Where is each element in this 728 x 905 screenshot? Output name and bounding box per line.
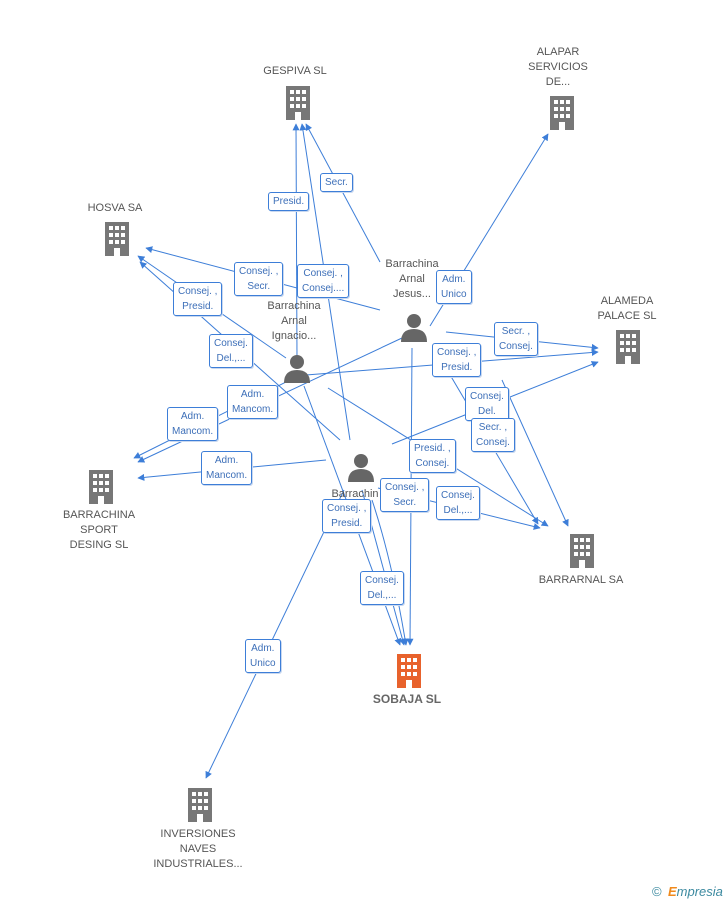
copyright-symbol: © bbox=[652, 884, 662, 899]
building-icon bbox=[570, 534, 594, 568]
edge-label[interactable]: Secr. , Consej. bbox=[471, 418, 515, 452]
edge-line bbox=[292, 123, 300, 361]
company-node-inversiones[interactable] bbox=[185, 788, 215, 827]
node-label-main: SOBAJA SL bbox=[372, 692, 442, 706]
person-icon bbox=[348, 454, 374, 482]
building-icon bbox=[397, 654, 421, 688]
person-node-ignacio[interactable] bbox=[282, 353, 312, 388]
company-node-alameda[interactable] bbox=[613, 330, 643, 369]
company-node-hosva[interactable] bbox=[102, 222, 132, 261]
edge-line bbox=[501, 379, 569, 527]
node-label: GESPIVA SL bbox=[263, 65, 327, 77]
edge-label[interactable]: Presid. bbox=[268, 192, 310, 211]
person-icon bbox=[401, 314, 427, 342]
edge-label[interactable]: Secr. bbox=[320, 173, 353, 192]
edge-label[interactable]: Consej. Del.,... bbox=[360, 571, 404, 605]
edge-line bbox=[305, 123, 381, 263]
edge-label[interactable]: Consej. , Presid. bbox=[432, 343, 482, 377]
node-label: Barrachina Arnal Ignacio... bbox=[267, 300, 321, 342]
company-node-barrachina-sport[interactable] bbox=[86, 470, 116, 509]
company-node-barrarnal[interactable] bbox=[567, 534, 597, 573]
edge-line bbox=[371, 499, 409, 646]
node-label: Barrachin bbox=[331, 488, 379, 500]
node-label: BARRARNAL SA bbox=[538, 574, 624, 586]
edge-label[interactable]: Consej. Del. bbox=[465, 387, 509, 421]
company-node-gespiva[interactable] bbox=[283, 86, 313, 125]
person-node-jesus[interactable] bbox=[399, 312, 429, 347]
edge-label[interactable]: Consej. , Secr. bbox=[380, 478, 430, 512]
edge-label[interactable]: Adm. Mancom. bbox=[201, 451, 253, 485]
node-label: HOSVA SA bbox=[87, 202, 143, 214]
edge-label[interactable]: Adm. Unico bbox=[245, 639, 281, 673]
edge-label[interactable]: Consej. , Presid. bbox=[322, 499, 372, 533]
edge-line bbox=[205, 489, 345, 779]
building-icon bbox=[105, 222, 129, 256]
edge-label[interactable]: Adm. Mancom. bbox=[227, 385, 279, 419]
person-icon bbox=[284, 355, 310, 383]
edge-label[interactable]: Consej. Del.,... bbox=[209, 334, 253, 368]
node-label: BARRACHINA SPORT DESING SL bbox=[62, 509, 136, 551]
edge-label[interactable]: Presid. , Consej. bbox=[409, 439, 456, 473]
edge-label[interactable]: Consej. , Secr. bbox=[234, 262, 284, 296]
person-node-third[interactable] bbox=[346, 452, 376, 487]
building-icon bbox=[616, 330, 640, 364]
node-label: INVERSIONES NAVES INDUSTRIALES... bbox=[153, 828, 243, 870]
node-label: Barrachina Arnal Jesus... bbox=[385, 258, 439, 300]
building-icon bbox=[286, 86, 310, 120]
edge-label[interactable]: Adm. Unico bbox=[436, 270, 472, 304]
edge-label[interactable]: Consej. , Presid. bbox=[173, 282, 223, 316]
company-node-sobaja[interactable] bbox=[394, 654, 424, 693]
building-icon bbox=[188, 788, 212, 822]
edge-label[interactable]: Adm. Mancom. bbox=[167, 407, 219, 441]
company-node-alapar[interactable] bbox=[547, 96, 577, 135]
building-icon bbox=[89, 470, 113, 504]
edge-label[interactable]: Consej. , Consej.... bbox=[297, 264, 350, 298]
brand-logo: Empresia bbox=[668, 884, 723, 899]
node-label: ALAMEDA PALACE SL bbox=[597, 295, 657, 322]
edge-label[interactable]: Secr. , Consej. bbox=[494, 322, 538, 356]
edge-label[interactable]: Consej. Del.,... bbox=[436, 486, 480, 520]
node-label: ALAPAR SERVICIOS DE... bbox=[528, 46, 588, 88]
building-icon bbox=[550, 96, 574, 130]
